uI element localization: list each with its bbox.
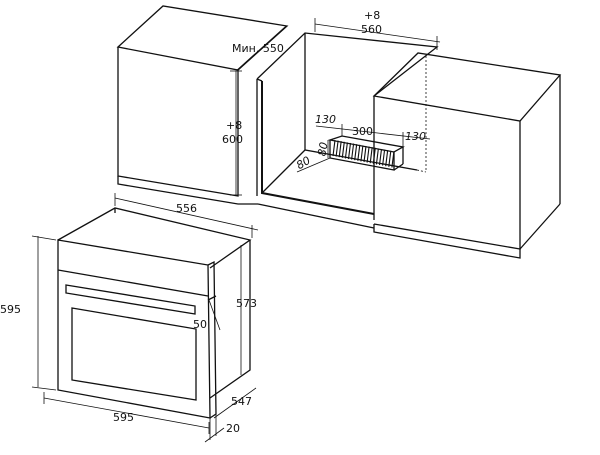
right-cabinet-plinth — [373, 224, 521, 259]
vent-offset-right-label: 130 — [405, 130, 426, 143]
oven-body-height-label: 573 — [236, 297, 257, 310]
niche-height-tolerance: +8 — [226, 119, 242, 132]
oven-door-glass — [71, 307, 197, 401]
cabinet-drawing — [116, 5, 562, 259]
left-cabinet-front — [117, 47, 239, 197]
niche-width-line — [314, 23, 441, 43]
vent-slat — [335, 140, 339, 157]
oven-handle — [65, 284, 196, 315]
niche-width-tolerance: +8 — [364, 9, 380, 22]
left-cabinet-plinth — [117, 176, 258, 205]
vent-slat — [391, 151, 395, 168]
handle-offset-label: 50 — [193, 318, 207, 331]
right-cabinet-front — [373, 121, 521, 250]
vent-slat — [341, 141, 345, 158]
vent-slat — [354, 144, 358, 161]
vent-slat — [372, 147, 376, 164]
niche-height-label: 600 — [222, 133, 243, 146]
vent-slat — [360, 145, 364, 162]
vent-slat — [369, 147, 373, 164]
vent-slat — [378, 148, 383, 166]
vent-opening-front — [329, 140, 395, 171]
oven-front-width-label: 595 — [113, 411, 134, 424]
niche-depth-label: Мин. 550 — [232, 42, 284, 55]
vent-slat — [332, 139, 336, 157]
oven-top — [57, 207, 252, 269]
vent-slat — [357, 144, 361, 161]
vent-slat — [375, 148, 379, 165]
niche-top-edges — [256, 32, 439, 97]
vent-width-line — [315, 125, 431, 140]
oven-control-panel-line — [57, 269, 209, 297]
niche-edge — [256, 78, 263, 82]
vent-slat — [351, 143, 355, 160]
vent-offset-left-label: 130 — [315, 113, 336, 126]
oven-front-height-label: 595 — [0, 303, 21, 316]
oven-depth-line — [213, 387, 257, 419]
vent-height-label: 80 — [315, 141, 330, 157]
vent-slat — [382, 149, 386, 166]
oven-width-label: 556 — [176, 202, 197, 215]
vent-opening-corner — [393, 163, 404, 171]
oven-front — [57, 239, 211, 419]
vent-depth-label: 80 — [294, 154, 313, 172]
vent-hatch — [332, 139, 395, 168]
front-thickness-label: 20 — [226, 422, 240, 435]
oven-side — [209, 240, 251, 399]
vent-slat — [388, 150, 392, 167]
vent-slat — [363, 145, 367, 163]
right-cabinet-top — [372, 52, 562, 122]
niche-width-label: 560 — [361, 23, 382, 36]
front-thickness-line — [204, 427, 225, 443]
oven-dimensions: 556 595 573 50 595 547 20 — [0, 193, 259, 443]
oven-width-line — [114, 197, 259, 231]
vent-slat — [344, 142, 348, 159]
vent-width-label: 300 — [352, 125, 373, 138]
hidden-edge-bottom — [416, 169, 427, 173]
oven-depth-label: 547 — [231, 395, 252, 408]
bottom-connection — [257, 203, 375, 229]
oven-front-edge — [207, 260, 217, 419]
vent-slat — [366, 146, 370, 163]
oven-front-width-line — [43, 397, 210, 429]
vent-slat — [338, 141, 342, 158]
right-cabinet-bottom — [519, 203, 561, 250]
cabinet-dimensions: +8 560 Мин. 550 +8 600 130 300 130 80 80 — [222, 9, 441, 196]
oven-drawing — [57, 207, 252, 419]
vent-slat — [347, 142, 352, 160]
niche-depth-line — [236, 25, 287, 71]
vent-depth-line — [296, 157, 331, 173]
vent-slat — [385, 150, 389, 167]
handle-offset-leader — [208, 299, 221, 331]
left-cabinet-top — [116, 5, 289, 71]
